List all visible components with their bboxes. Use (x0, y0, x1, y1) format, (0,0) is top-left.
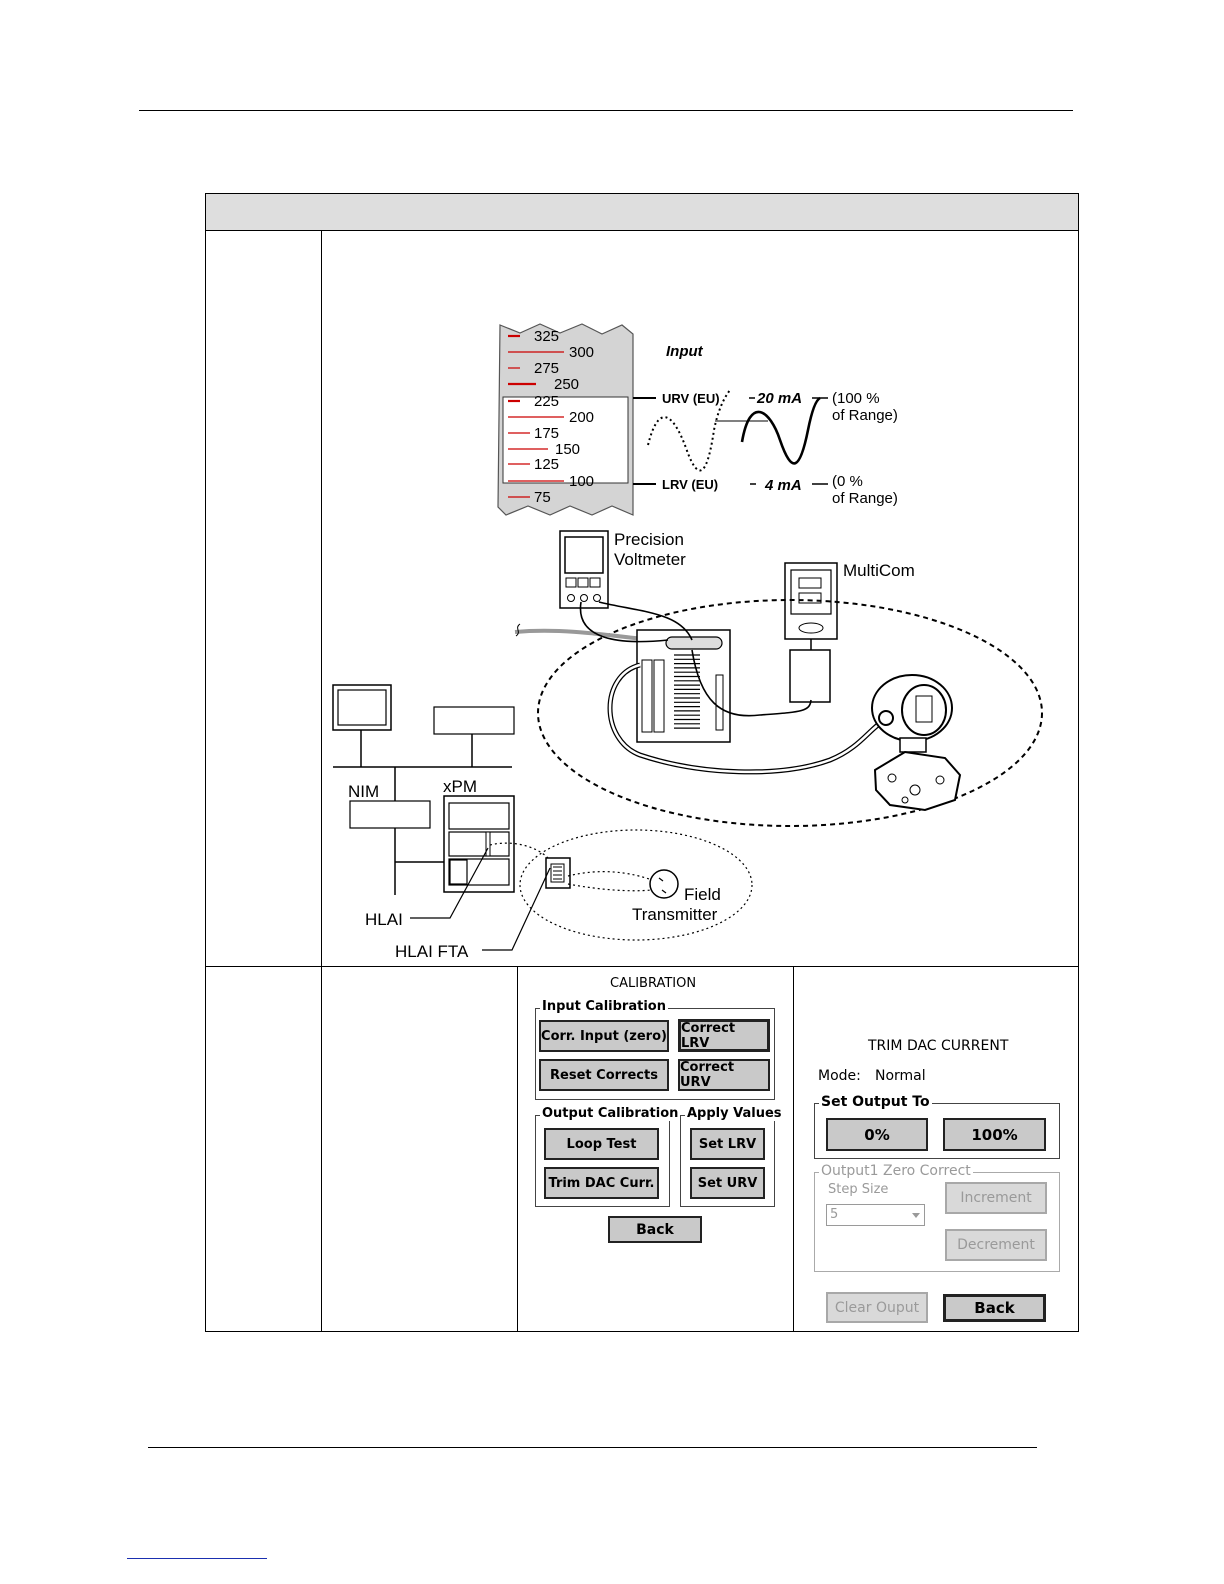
set-output-group: Set Output To (814, 1094, 1060, 1159)
set-100-percent-button[interactable]: 100% (943, 1118, 1046, 1151)
reset-corrects-button[interactable]: Reset Corrects (539, 1059, 669, 1091)
zero-correct-legend: Output1 Zero Correct (819, 1163, 973, 1179)
set-lrv-button[interactable]: Set LRV (690, 1128, 765, 1160)
mode-value: Normal (875, 1068, 926, 1084)
trim-title: TRIM DAC CURRENT (868, 1038, 1009, 1054)
mode-label: Mode: (818, 1068, 861, 1084)
top-rule (139, 110, 1073, 111)
clear-output-button[interactable]: Clear Ouput (826, 1292, 928, 1323)
output-calibration-legend: Output Calibration (540, 1106, 681, 1121)
bottom-rule (148, 1447, 1037, 1448)
correct-urv-button[interactable]: Correct URV (678, 1059, 770, 1091)
footer-link-underline (127, 1558, 267, 1559)
trim-back-button[interactable]: Back (943, 1294, 1046, 1322)
col-divider-3 (793, 966, 794, 1331)
input-calibration-group: Input Calibration (535, 999, 775, 1100)
trim-dac-curr-button[interactable]: Trim DAC Curr. (544, 1167, 659, 1199)
calibration-dialog: CALIBRATION Input Calibration Corr. Inpu… (532, 970, 784, 1250)
increment-button[interactable]: Increment (945, 1182, 1047, 1214)
apply-values-legend: Apply Values (685, 1106, 784, 1121)
trim-dac-dialog: TRIM DAC CURRENT Mode: Normal Set Output… (810, 1030, 1065, 1330)
decrement-button[interactable]: Decrement (945, 1229, 1047, 1261)
step-size-select[interactable]: 5 (826, 1204, 925, 1226)
step-size-label: Step Size (828, 1182, 889, 1197)
col-divider-1 (321, 230, 322, 1331)
set-urv-button[interactable]: Set URV (690, 1167, 765, 1199)
loop-test-button[interactable]: Loop Test (544, 1128, 659, 1160)
table-header-row (206, 194, 1078, 231)
output-calibration-group: Output Calibration (535, 1106, 681, 1207)
step-size-value: 5 (830, 1207, 839, 1222)
col-divider-2 (517, 966, 518, 1331)
correct-lrv-button[interactable]: Correct LRV (678, 1019, 770, 1052)
calibration-back-button[interactable]: Back (608, 1216, 702, 1243)
corr-input-zero-button[interactable]: Corr. Input (zero) (539, 1020, 669, 1052)
apply-values-group: Apply Values (680, 1106, 784, 1207)
input-calibration-legend: Input Calibration (540, 999, 668, 1014)
zero-correct-group: Output1 Zero Correct (814, 1163, 1060, 1272)
chevron-down-icon (912, 1213, 920, 1218)
calibration-title: CALIBRATION (610, 976, 697, 991)
row-divider (206, 966, 1078, 967)
procedure-table (205, 193, 1079, 1332)
set-output-legend: Set Output To (819, 1094, 932, 1110)
set-0-percent-button[interactable]: 0% (826, 1118, 928, 1151)
